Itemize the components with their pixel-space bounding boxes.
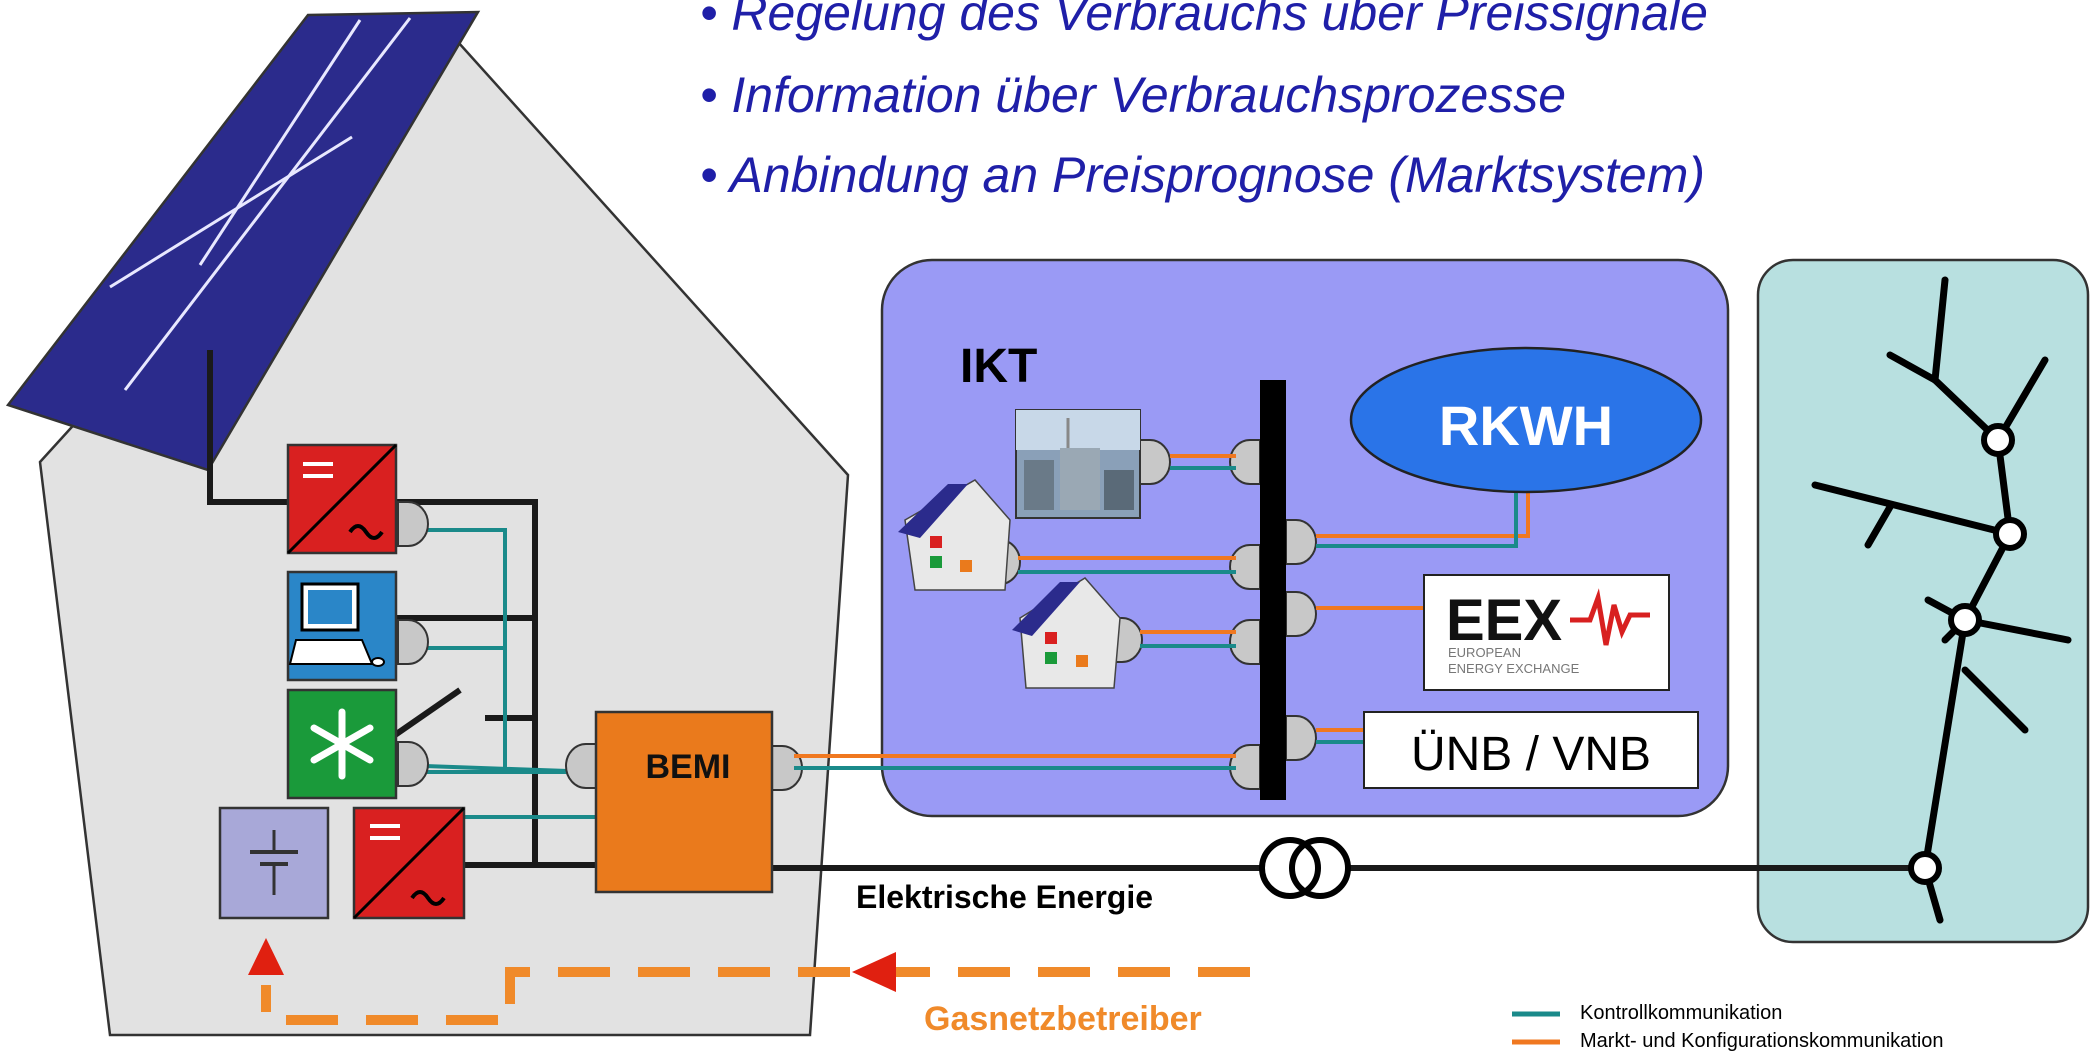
ikt-label: IKT xyxy=(960,340,1037,393)
eex-label: EEX xyxy=(1446,588,1562,653)
gas-arrow-left xyxy=(852,952,896,992)
dc-ac-inverter-icon xyxy=(352,806,466,920)
gas-pipeline xyxy=(261,967,1250,1025)
grid-panel xyxy=(1756,258,2090,944)
eex-subtitle-1: EUROPEAN xyxy=(1448,645,1521,660)
rkwh-oval xyxy=(1349,346,1703,494)
snowflake-icon xyxy=(286,688,398,800)
house-thumbnail-icon xyxy=(1012,577,1121,689)
computer-icon xyxy=(286,570,398,682)
ikt-comm-lines xyxy=(1018,454,1530,744)
energy-label: Elektrische Energie xyxy=(856,879,1153,915)
gas-arrow-up xyxy=(248,938,284,975)
uenb-label: ÜNB / VNB xyxy=(1411,728,1651,781)
rkwh-label: RKWH xyxy=(1439,394,1613,457)
gas-label: Gasnetzbetreiber xyxy=(924,1000,1202,1038)
battery-icon xyxy=(218,806,330,920)
uenb-box xyxy=(1363,711,1699,789)
bemi-box xyxy=(594,710,774,894)
bullet-3: • Anbindung an Preisprognose (Marktsyste… xyxy=(700,147,1706,203)
bullet-2: • Information über Verbrauchsprozesse xyxy=(700,67,1567,123)
eex-logo-icon xyxy=(1423,574,1670,691)
grid-nodes xyxy=(1908,423,2027,885)
transformer-icon xyxy=(1259,837,1351,899)
eex-subtitle-2: ENERGY EXCHANGE xyxy=(1448,661,1580,676)
bemi-label: BEMI xyxy=(646,748,731,786)
bullet-1: • Regelung des Verbrauchs über Preissign… xyxy=(700,0,1708,41)
house-thumbnail-icon xyxy=(898,479,1011,591)
factory-photo-icon xyxy=(1015,409,1141,519)
ikt-bus-bar xyxy=(1260,380,1286,800)
legend-item-market: Markt- und Konfigurationskommunikation xyxy=(1580,1030,1944,1052)
dc-ac-inverter-icon xyxy=(286,443,398,555)
legend-item-control: Kontrollkommunikation xyxy=(1580,1002,1783,1024)
solar-panel-icon xyxy=(5,10,481,472)
